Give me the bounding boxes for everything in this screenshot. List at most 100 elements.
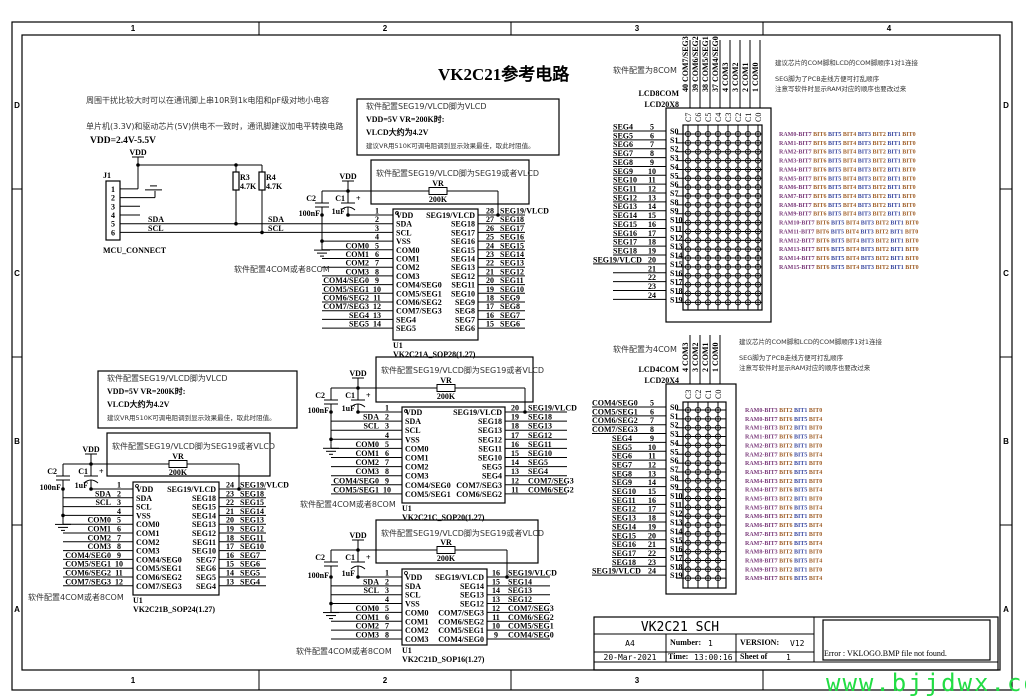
segment-icon	[755, 139, 762, 146]
segment-icon	[725, 193, 732, 200]
ram-bit: BIT3	[859, 238, 874, 244]
ram-mapping-line: RAM9-BIT3 BIT2 BIT1 BIT0	[745, 567, 822, 573]
junction-dot	[505, 575, 509, 579]
segment-icon	[745, 237, 752, 244]
segment-icon	[705, 219, 712, 226]
pin-number: 10	[492, 622, 500, 631]
lcd-pin-number: 9	[650, 434, 654, 443]
lcd-row-label: S17	[670, 278, 682, 287]
lcd-size: LCD20X8	[644, 100, 679, 109]
segment-icon	[705, 237, 712, 244]
ram-bit: BIT5	[793, 435, 808, 441]
segment-icon	[685, 566, 692, 573]
vr-ref: VR	[440, 538, 452, 547]
com-pin-label: 37 COM4/SEG0	[711, 36, 720, 92]
lcd-pin-number: 21	[648, 540, 656, 549]
lcd-size: LCD20X4	[644, 376, 679, 385]
lcd-pin-net: SEG4	[612, 434, 632, 443]
ram-bit: BIT4	[807, 576, 822, 582]
segment-icon	[715, 433, 722, 440]
pin-name: SEG13	[192, 520, 216, 529]
pin-number: 20	[486, 276, 494, 285]
ram-bit: BIT6	[815, 247, 830, 253]
ram-bit: BIT2	[778, 461, 793, 467]
ram-bit: BIT0	[807, 497, 822, 503]
segment-icon	[725, 184, 732, 191]
ram-bit: RAM4-BIT7	[745, 488, 778, 494]
vr-ref: VR	[172, 452, 184, 461]
ram-bit: BIT2	[874, 229, 889, 235]
net-label: COM4/SEG0	[65, 551, 111, 560]
pin-name: SEG10	[478, 454, 502, 463]
ram-bit: BIT2	[871, 203, 886, 209]
lcd-pin-net: SEG11	[613, 185, 637, 194]
segment-icon	[745, 219, 752, 226]
connector-pin-number: 6	[111, 228, 115, 237]
vlcd-note-line: 软件配置SEG19/VLCD脚为VLCD	[107, 373, 228, 383]
ram-bit: BIT4	[841, 159, 856, 165]
pin1-marker-icon	[135, 484, 139, 488]
vr-ref: VR	[432, 179, 444, 188]
lcd-row-label: S10	[670, 492, 682, 501]
ram-bit: BIT0	[901, 159, 916, 165]
ram-bit: BIT0	[903, 229, 918, 235]
ram-bit: BIT1	[793, 426, 808, 432]
pin-number: 11	[492, 613, 500, 622]
ram-bit: BIT2	[778, 497, 793, 503]
ram-bit: RAM6-BIT7	[779, 185, 812, 191]
ram-bit: BIT4	[844, 256, 859, 262]
ram-bit: BIT2	[871, 212, 886, 218]
ram-bit: RAM9-BIT3	[745, 567, 778, 573]
segment-icon	[745, 299, 752, 306]
ram-bit: BIT0	[807, 408, 822, 414]
frame-row-label: B	[1003, 437, 1009, 446]
segment-icon	[745, 290, 752, 297]
ram-bit: BIT6	[778, 417, 793, 423]
ram-mapping-line: RAM0-BIT7 BIT6 BIT5 BIT4	[745, 417, 822, 423]
lcd-pin-number: 5	[650, 123, 654, 132]
lcd-row-label: S19	[670, 295, 682, 304]
resistor-ref: R3	[240, 173, 250, 182]
segment-icon	[695, 495, 702, 502]
ic-part-name: VK2C21A_SOP28(1.27)	[393, 350, 476, 359]
ram-bit: BIT2	[871, 150, 886, 156]
segment-icon	[695, 130, 702, 137]
pin-number: 5	[117, 516, 121, 525]
segment-icon	[735, 263, 742, 270]
segment-icon	[705, 255, 712, 262]
ram-bit: BIT1	[889, 265, 904, 271]
lcd-pin-number: 10	[648, 167, 656, 176]
segment-icon	[685, 513, 692, 520]
pin-name: SCL	[396, 228, 412, 237]
vdd-label: VDD	[339, 172, 357, 181]
ram-bit: BIT0	[807, 567, 822, 573]
ic-a-body	[392, 208, 479, 341]
segment-icon	[685, 406, 692, 413]
segment-icon	[745, 246, 752, 253]
resistor-ref: R4	[266, 173, 276, 182]
segment-icon	[715, 468, 722, 475]
segment-icon	[715, 513, 722, 520]
segment-icon	[715, 228, 722, 235]
frame-column-label: 2	[383, 24, 388, 33]
page-title: VK2C21参考电路	[438, 64, 570, 84]
ram-mapping-line: RAM8-BIT7 BIT6 BIT5 BIT4	[745, 558, 822, 564]
junction-dot	[61, 487, 65, 491]
lcd-row-label: S16	[670, 269, 682, 278]
ram-bit: BIT5	[793, 541, 808, 547]
net-label: SEG17	[500, 224, 524, 233]
ram-mapping-line: RAM2-BIT7 BIT6 BIT5 BIT4	[745, 452, 822, 458]
segment-icon	[685, 175, 692, 182]
segment-icon	[705, 442, 712, 449]
segment-icon	[735, 255, 742, 262]
lcd-row-label: S17	[670, 553, 682, 562]
pin-number: 14	[373, 320, 381, 329]
pin-name: COM0	[405, 444, 429, 453]
ram-bit: BIT4	[841, 185, 856, 191]
ram-bit: RAM1-BIT3	[745, 426, 778, 432]
segment-icon	[695, 468, 702, 475]
segment-icon	[685, 193, 692, 200]
pin-number: 10	[373, 285, 381, 294]
lcd-row-label: S4	[670, 162, 678, 171]
pin-number: 1	[117, 481, 121, 490]
